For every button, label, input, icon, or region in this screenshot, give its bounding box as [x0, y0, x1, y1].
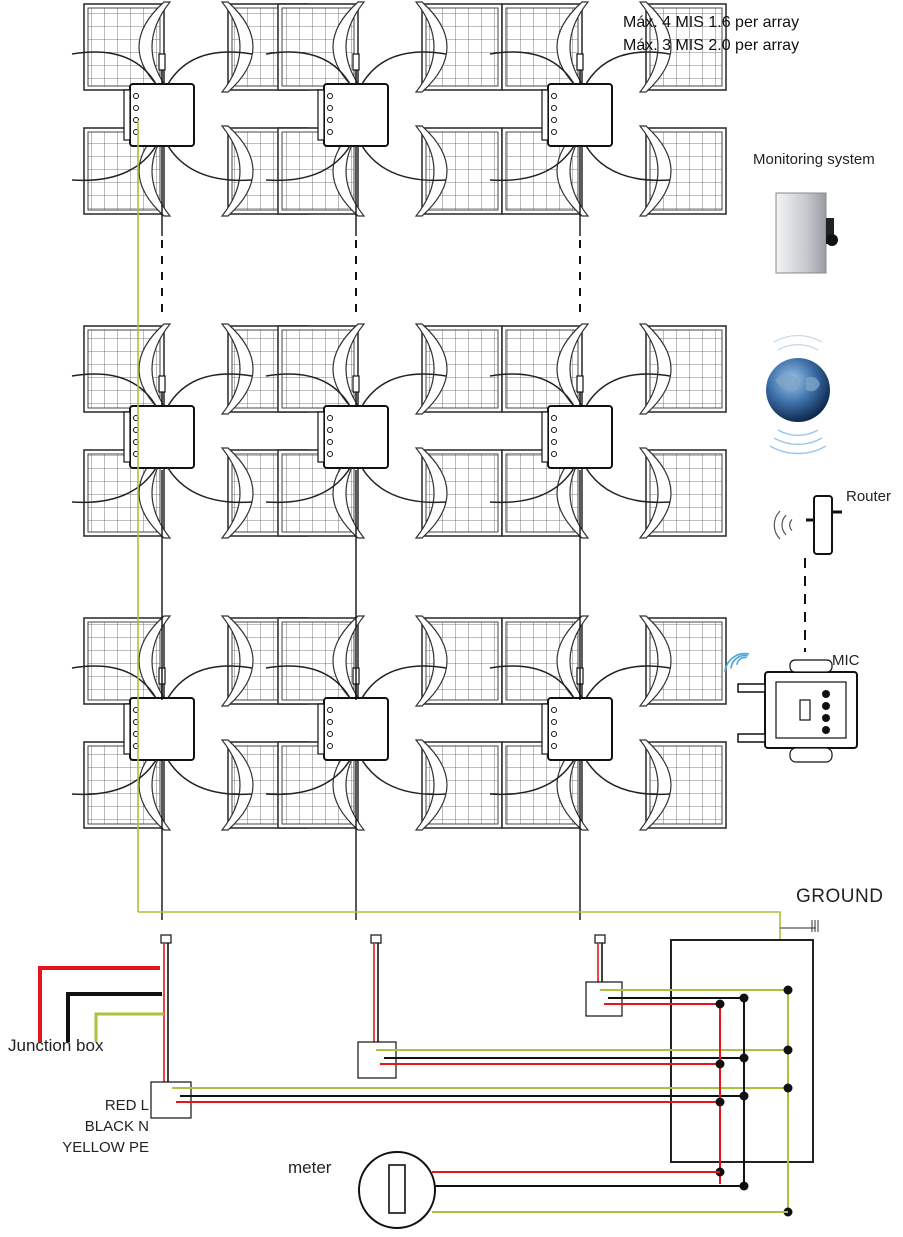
terminal-dot [739, 1091, 749, 1101]
ground-label: GROUND [796, 886, 884, 907]
micro-inverter [547, 83, 613, 147]
pv-group [265, 615, 503, 831]
monitoring-system-label: Monitoring system [753, 151, 875, 168]
ac-wiring [38, 120, 814, 1217]
solar-panel [638, 125, 727, 217]
solar-panel [83, 447, 172, 539]
ground-symbol-icon [780, 920, 819, 932]
wire-color-red-label: RED L [104, 1097, 149, 1114]
micro-inverter [129, 697, 195, 761]
solar-panel [638, 447, 727, 539]
meter-icon [358, 1151, 436, 1229]
feed-black [66, 992, 162, 1042]
solar-panel [83, 615, 172, 707]
pv-group [71, 1, 309, 217]
pv-group [489, 323, 727, 539]
solar-panel [414, 1, 503, 93]
solar-panel [414, 323, 503, 415]
micro-inverter [323, 405, 389, 469]
router-label: Router [846, 488, 892, 505]
solar-panel [277, 323, 366, 415]
pv-group [265, 323, 503, 539]
pe-bus-top [138, 911, 781, 952]
drop-connector [160, 934, 172, 944]
solar-panel [414, 615, 503, 707]
pv-group [71, 615, 309, 831]
monitoring-devices [358, 192, 858, 1229]
micro-inverter [323, 83, 389, 147]
drop-connector [594, 934, 606, 944]
max-mis20-note: Máx. 3 MIS 2.0 per array [623, 37, 800, 54]
micro-inverter [547, 405, 613, 469]
micro-inverter [323, 697, 389, 761]
solar-panel [277, 615, 366, 707]
solar-panel [501, 1, 590, 93]
terminal-dot [715, 999, 725, 1009]
max-mis16-note: Máx. 4 MIS 1.6 per array [623, 14, 800, 31]
solar-panel [414, 447, 503, 539]
pv-group [489, 1, 727, 217]
solar-panel [501, 615, 590, 707]
solar-panel-arrays [71, 1, 727, 831]
solar-panel [277, 125, 366, 217]
solar-panel [83, 323, 172, 415]
meter-label: meter [288, 1158, 332, 1177]
solar-panel [277, 1, 366, 93]
terminal-dot [783, 1083, 793, 1093]
junction-box-label: Junction box [8, 1036, 104, 1055]
monitor-icon [775, 192, 838, 274]
solar-panel [638, 1, 727, 93]
solar-panel [414, 125, 503, 217]
mic-label: MIC [832, 652, 860, 669]
terminal-dot [739, 993, 749, 1003]
solar-panel [501, 323, 590, 415]
feed-red [38, 966, 160, 1042]
micro-inverter [129, 405, 195, 469]
solar-panel [83, 1, 172, 93]
mic-device-icon [724, 652, 858, 763]
wire-color-yellow-label: YELLOW PE [62, 1139, 149, 1156]
terminal-dot [715, 1059, 725, 1069]
drop-connector [370, 934, 382, 944]
terminal-dot [783, 985, 793, 995]
pv-group [265, 1, 503, 217]
pv-group [71, 323, 309, 539]
solar-panel [638, 615, 727, 707]
terminal-dot [715, 1097, 725, 1107]
terminal-dot [739, 1053, 749, 1063]
feed-yellow [94, 1012, 164, 1042]
solar-panel [414, 739, 503, 831]
terminal-dot [783, 1045, 793, 1055]
junction-box [357, 1041, 397, 1079]
micro-inverter [129, 83, 195, 147]
wire-color-black-label: BLACK N [84, 1118, 149, 1135]
solar-panel [638, 739, 727, 831]
micro-inverter [547, 697, 613, 761]
router-icon [773, 495, 842, 555]
solar-panel [638, 323, 727, 415]
globe-icon [766, 335, 830, 455]
pv-group [489, 615, 727, 831]
